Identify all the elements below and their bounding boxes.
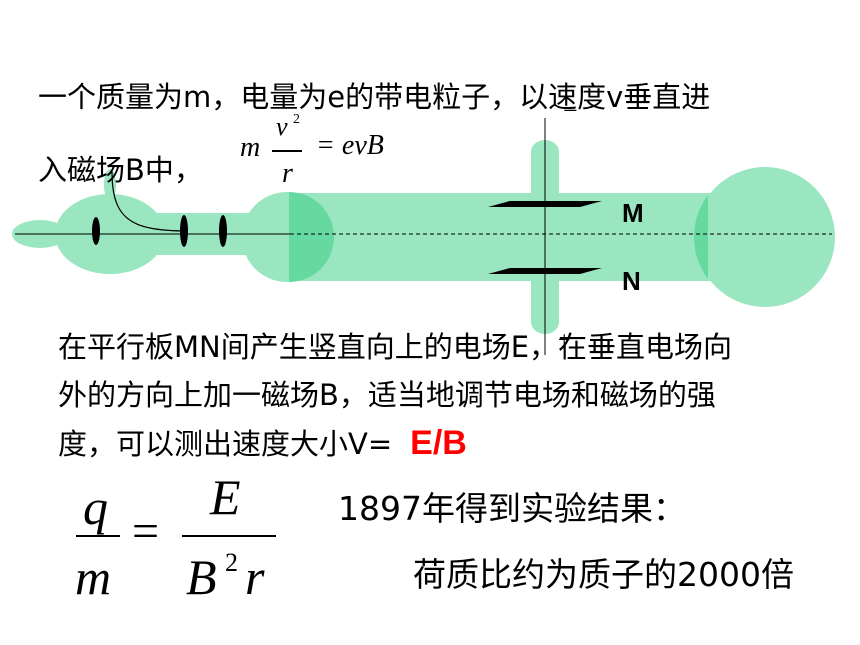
- intro-line-1: 一个质量为m，电量为e的带电粒子，以速度v垂直进: [38, 80, 711, 114]
- explanation-line-2: 外的方向上加一磁场B，适当地调节电场和磁场的强: [58, 378, 716, 412]
- formula-small-fraction-bar: [272, 150, 302, 152]
- formula-large-right-bar: [182, 535, 276, 537]
- formula-large-equals: =: [132, 505, 160, 558]
- formula-large-B: B: [186, 549, 217, 605]
- explanation-paragraph: 在平行板MN间产生竖直向上的电场E，在垂直电场向 外的方向上加一磁场B，适当地调…: [58, 323, 818, 468]
- formula-small-exp: 2: [293, 112, 300, 127]
- tube-screen-bulb: [695, 167, 835, 307]
- electrode-3: [219, 215, 227, 247]
- formula-small-r: r: [282, 158, 293, 189]
- formula-large-r: r: [245, 549, 265, 605]
- plate-n: [488, 268, 602, 274]
- explanation-line-3: 度，可以测出速度大小V= E/B: [58, 419, 818, 468]
- explanation-line-1: 在平行板MN间产生竖直向上的电场E，在垂直电场向: [58, 330, 733, 364]
- plus-sign: +: [558, 327, 571, 352]
- plate-n-label: N: [622, 266, 641, 296]
- formula-large-left-bar: [76, 535, 120, 537]
- result-line-2: 荷质比约为质子的2000倍: [413, 555, 794, 594]
- formula-large-m: m: [75, 549, 112, 605]
- velocity-answer: E/B: [410, 424, 467, 462]
- plate-m: [488, 201, 602, 207]
- electrode-1: [92, 217, 100, 245]
- screen-bulb-shade: [694, 195, 708, 279]
- tube-main-body: [287, 193, 767, 281]
- minus-sign: −: [563, 96, 578, 125]
- intro-line-2: 入磁场B中，: [38, 153, 203, 187]
- cathode-lead-bulb: [104, 169, 116, 201]
- electrode-2: [180, 215, 188, 247]
- cathode-wire: [111, 171, 189, 232]
- plate-m-label: M: [622, 198, 644, 228]
- formula-small-m: m: [240, 132, 261, 163]
- anode-bulb-shade: [289, 192, 334, 282]
- formula-small-rhs: = evB: [316, 130, 384, 161]
- formula-small-v: v: [276, 112, 288, 141]
- formula-large-q: q: [83, 479, 108, 535]
- formula-large-exp: 2: [225, 548, 238, 577]
- formula-large-E: E: [210, 469, 241, 525]
- explanation-line-3-text: 度，可以测出速度大小V=: [58, 427, 393, 461]
- result-line-1: 1897年得到实验结果：: [338, 489, 686, 528]
